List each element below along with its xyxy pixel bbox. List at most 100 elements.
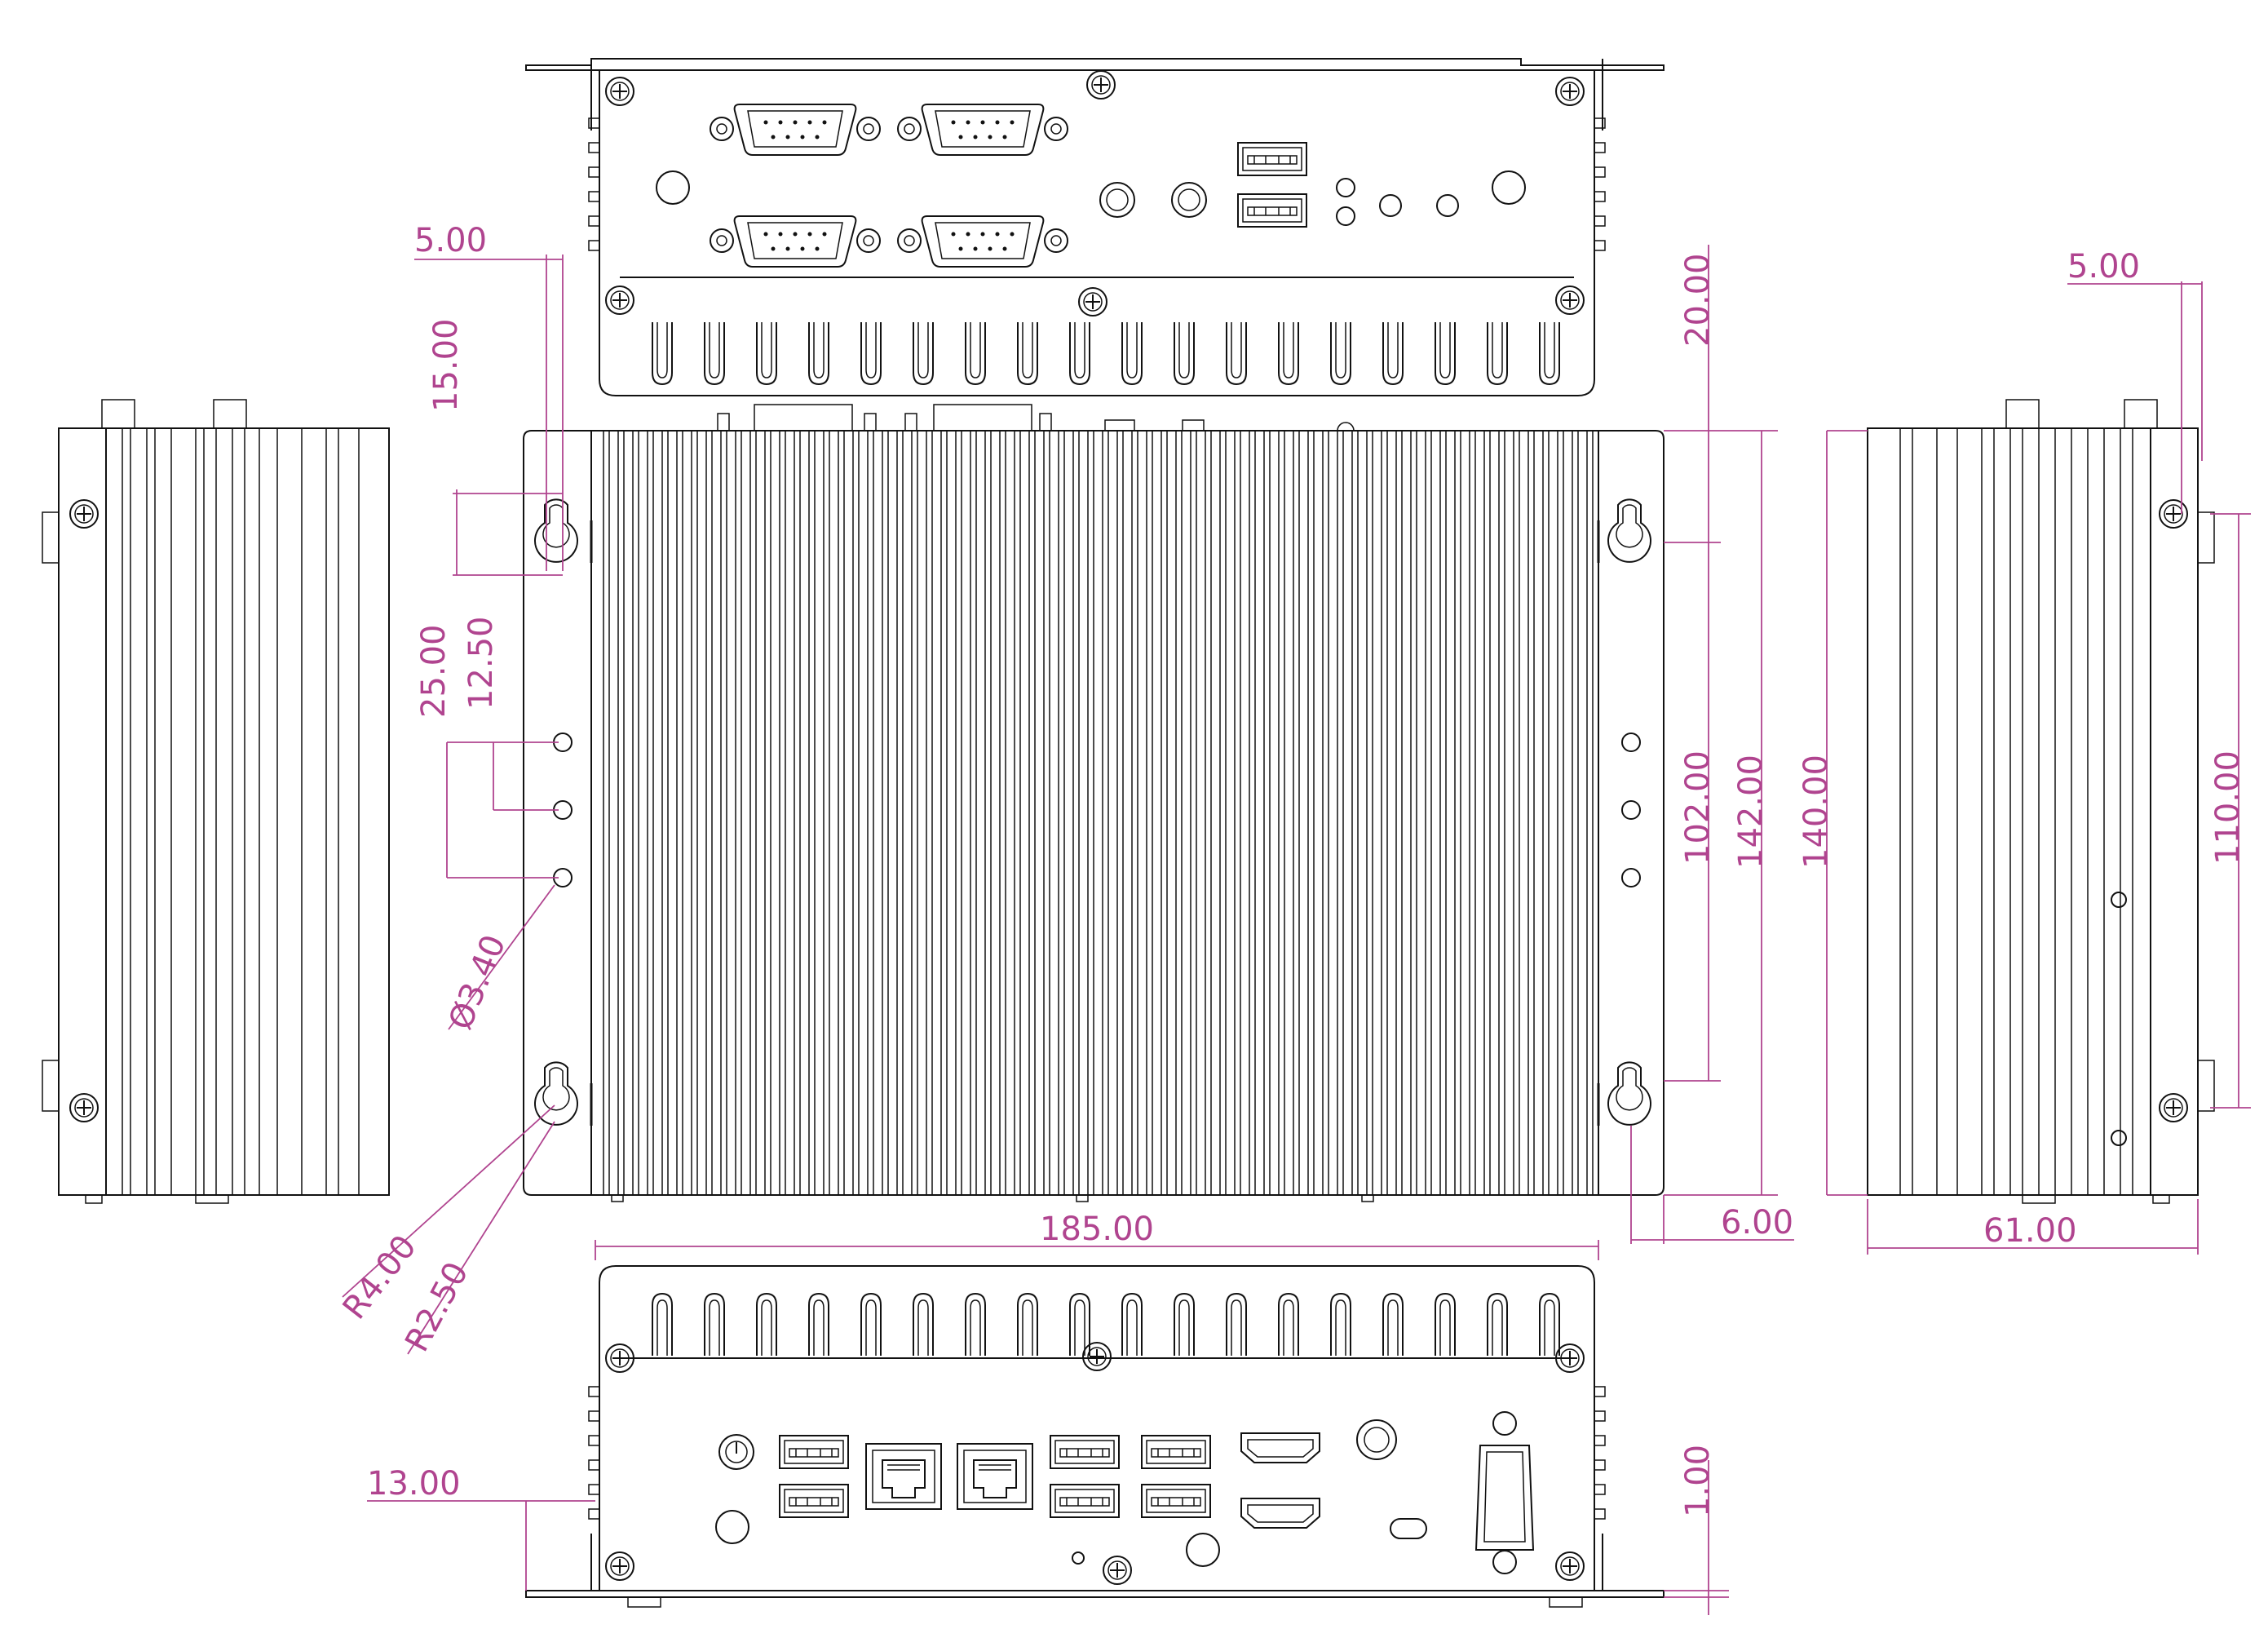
fin-groove [913,321,934,385]
dim-depth: 61.00 [1983,1212,2077,1250]
front-io-view [525,1265,1665,1608]
mounting-slot-icon [1607,1061,1651,1126]
heatsink-fin-icon [652,321,1560,385]
fin-groove [1539,321,1560,385]
db9-serial-connector-icon [710,104,881,156]
dim-right-flange-width: 5.00 [2067,248,2140,285]
fin-groove [965,321,986,385]
antenna-hole-icon [656,170,690,205]
dimension-labels: 5.00 15.00 25.00 12.50 Ø3.40 R4.00 R2.50… [336,222,2247,1517]
fin-groove [808,321,829,385]
dim-hole-spacing-outer: 25.00 [415,624,453,718]
fin-groove [1174,321,1195,385]
fin-groove [913,1293,934,1357]
screw-icon [1555,1551,1585,1581]
front-right-ribs [1594,1386,1606,1520]
heatsink-fin-icon [122,428,360,1195]
led-indicator-icon [1436,194,1459,217]
screw-icon [1082,1342,1112,1371]
db9-serial-connector-icon [897,104,1068,156]
usb-a-port-icon [1141,1484,1211,1518]
dim-bracket-extension: 13.00 [367,1465,461,1503]
usb-a-port-icon [1050,1484,1120,1518]
usb-a-port-icon [1237,193,1307,228]
heatsink-fin-icon [1899,428,2133,1195]
usb-a-port-icon [1141,1435,1211,1469]
fin-groove [652,1293,673,1357]
fin-groove [1278,1293,1299,1357]
dim-hole-spacing-inner: 12.50 [462,616,500,710]
top-view [523,404,1665,1202]
fin-groove [704,321,725,385]
led-indicator-icon [1390,1518,1427,1539]
fin-groove [1226,1293,1247,1357]
fin-groove [1487,321,1508,385]
screw-icon [1555,77,1585,106]
fin-groove [1121,1293,1143,1357]
fin-groove [1330,321,1351,385]
fin-groove [1435,321,1456,385]
mounting-slot-icon [534,1061,578,1126]
fin-groove [1487,1293,1508,1357]
usb-a-port-icon [779,1484,849,1518]
dim-mount-hole-offset: 15.00 [427,318,465,412]
fin-groove [1017,1293,1038,1357]
audio-jack-icon [1356,1419,1397,1460]
screw-icon [69,499,99,529]
rear-right-ribs [1594,117,1606,251]
power-button-icon [718,1434,754,1470]
led-indicator-icon [1379,194,1402,217]
db9-serial-connector-icon [710,215,881,268]
dim-slot-radius-inner: R2.50 [398,1256,475,1358]
right-side-view [1867,399,2215,1204]
fin-groove [1226,321,1247,385]
fin-groove [808,1293,829,1357]
round-port-icon [1171,182,1207,218]
fin-groove [704,1293,725,1357]
screw-icon [605,77,634,106]
db9-vertical-connector-icon [1474,1411,1535,1574]
fin-groove [1069,321,1090,385]
screw-icon [2159,1093,2188,1122]
screw-icon [1086,70,1116,100]
reset-hole-icon [1072,1551,1085,1565]
fin-groove [1174,1293,1195,1357]
antenna-hole-icon [1492,170,1526,205]
hdmi-port-icon [1240,1432,1320,1463]
mounting-hole-icon [1621,800,1641,820]
rear-io-view [525,58,1665,396]
fin-groove [1121,321,1143,385]
fin-groove [756,321,777,385]
screw-icon [2159,499,2188,529]
dim-top-offset: 20.00 [1679,253,1717,347]
dim-bracket-edge: 6.00 [1721,1204,1793,1242]
fin-groove [1017,321,1038,385]
dim-right-hole-spacing: 110.00 [2209,750,2247,865]
screw-icon [1555,285,1585,315]
fin-groove [756,1293,777,1357]
dimension-lines [342,245,2251,1615]
fin-groove [1435,1293,1456,1357]
db9-serial-connector-icon [897,215,1068,268]
usb-a-port-icon [779,1435,849,1469]
mounting-slot-icon [534,498,578,563]
heatsink-fin-icon [603,431,1594,1195]
fin-groove [1330,1293,1351,1357]
fin-groove [1278,321,1299,385]
fin-groove [1382,1293,1404,1357]
fin-groove [860,1293,882,1357]
fin-groove [860,321,882,385]
dim-top-flange-width: 5.00 [414,222,487,259]
usb-a-port-icon [1050,1435,1120,1469]
dim-slot-radius-outer: R4.00 [336,1228,424,1326]
screw-icon [69,1093,99,1122]
screw-icon [1103,1556,1132,1585]
dim-body-height: 140.00 [1797,755,1835,869]
dim-slot-spacing: 102.00 [1679,750,1717,865]
round-port-icon [1099,182,1135,218]
mounting-slot-icon [1607,498,1651,563]
front-left-ribs [588,1386,600,1520]
screw-icon [605,1551,634,1581]
fin-groove [1382,321,1404,385]
